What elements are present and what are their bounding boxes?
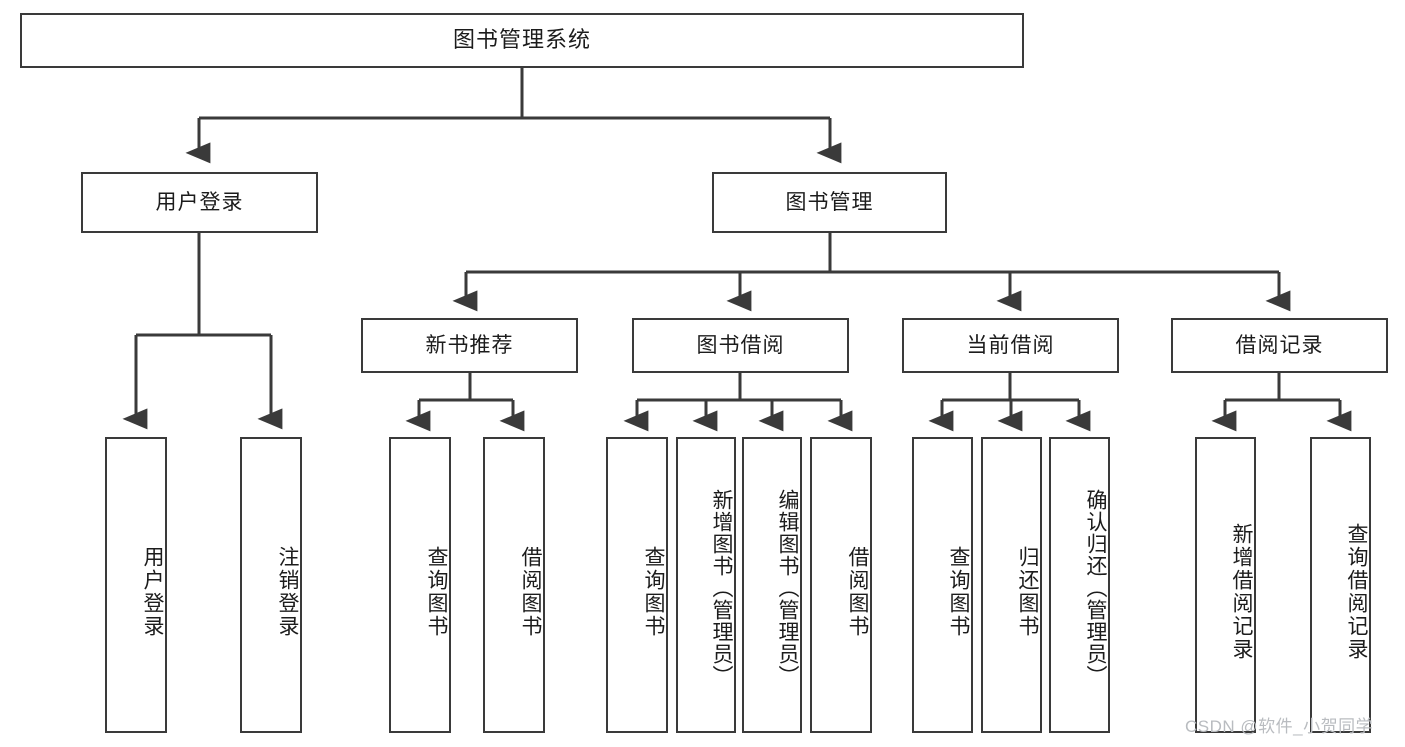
leaf-book-borrow-borrow-book[interactable]: 借阅图书 xyxy=(810,437,872,733)
node-borrow-record[interactable]: 借阅记录 xyxy=(1171,318,1388,373)
leaf-book-borrow-edit-book[interactable]: 编辑图书（管理员） xyxy=(742,437,802,733)
leaf-new-book-borrow-book[interactable]: 借阅图书 xyxy=(483,437,545,733)
leaf-user-login-login[interactable]: 用户登录 xyxy=(105,437,167,733)
csdn-watermark: CSDN @软件_小贺同学 xyxy=(1185,717,1374,736)
leaf-current-borrow-return-book[interactable]: 归还图书 xyxy=(981,437,1042,733)
node-book-borrow[interactable]: 图书借阅 xyxy=(632,318,849,373)
leaf-current-borrow-query-book[interactable]: 查询图书 xyxy=(912,437,973,733)
node-root-system[interactable]: 图书管理系统 xyxy=(20,13,1024,68)
leaf-book-borrow-query-book[interactable]: 查询图书 xyxy=(606,437,668,733)
leaf-current-borrow-confirm-return[interactable]: 确认归还（管理员） xyxy=(1049,437,1110,733)
leaf-borrow-record-query-record[interactable]: 查询借阅记录 xyxy=(1310,437,1371,733)
node-current-borrow[interactable]: 当前借阅 xyxy=(902,318,1119,373)
node-book-management[interactable]: 图书管理 xyxy=(712,172,947,233)
node-new-book-recommend[interactable]: 新书推荐 xyxy=(361,318,578,373)
node-user-login[interactable]: 用户登录 xyxy=(81,172,318,233)
leaf-new-book-query-book[interactable]: 查询图书 xyxy=(389,437,451,733)
leaf-book-borrow-add-book[interactable]: 新增图书（管理员） xyxy=(676,437,736,733)
leaf-borrow-record-add-record[interactable]: 新增借阅记录 xyxy=(1195,437,1256,733)
leaf-user-login-logout[interactable]: 注销登录 xyxy=(240,437,302,733)
